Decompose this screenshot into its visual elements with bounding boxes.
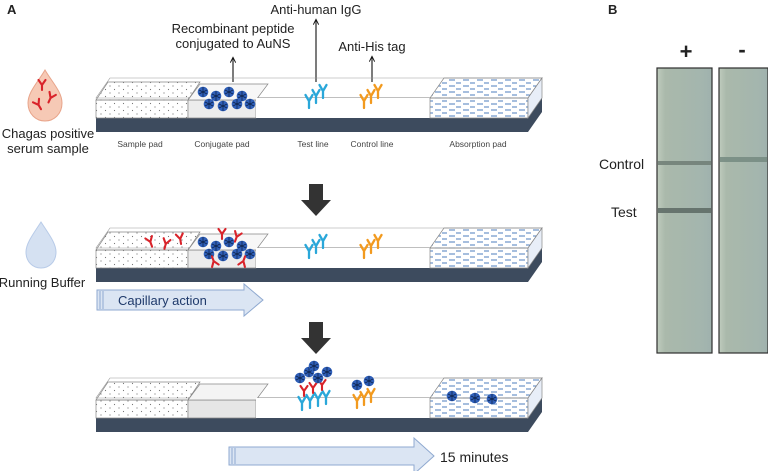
capillary-action-arrow (96, 282, 264, 318)
control-line-label: Control line (351, 139, 394, 149)
panel-label-b: B (608, 2, 617, 17)
positive-strip-photo (656, 67, 713, 354)
positive-control-band (658, 161, 711, 165)
panel-label-a: A (7, 2, 17, 17)
capillary-action-label: Capillary action (118, 293, 207, 308)
negative-strip-photo (718, 67, 768, 354)
step-arrow-2 (301, 322, 331, 354)
conjugate-pad-label: Conjugate pad (194, 139, 250, 149)
absorption-pad-label: Absorption pad (449, 139, 506, 149)
test-band-label: Test (611, 204, 637, 220)
strip-3 (95, 360, 543, 432)
serum-drop-icon (27, 69, 63, 122)
serum-label-line2: serum sample (7, 141, 89, 156)
anti-his-label: Anti-His tag (338, 39, 405, 54)
strip-2 (95, 226, 543, 282)
serum-label-line1: Chagas positive (2, 126, 95, 141)
running-buffer-label: Running Buffer (0, 275, 86, 290)
anti-human-label: Anti-human IgG (270, 2, 361, 17)
negative-control-band (720, 157, 767, 162)
fifteen-minutes-label: 15 minutes (440, 449, 508, 465)
fifteen-minutes-arrow (228, 436, 435, 471)
control-band-label: Control (599, 156, 644, 172)
step-arrow-1 (301, 184, 331, 216)
buffer-drop-icon (25, 221, 57, 269)
positive-test-band (658, 208, 711, 213)
test-line-label: Test line (297, 139, 328, 149)
peptide-label-line2: conjugated to AuNS (176, 36, 291, 51)
peptide-label-line1: Recombinant peptide (172, 21, 295, 36)
positive-sign: + (680, 39, 693, 64)
strip-1 (95, 76, 543, 132)
sample-pad-label: Sample pad (117, 139, 163, 149)
negative-sign: - (738, 37, 745, 62)
